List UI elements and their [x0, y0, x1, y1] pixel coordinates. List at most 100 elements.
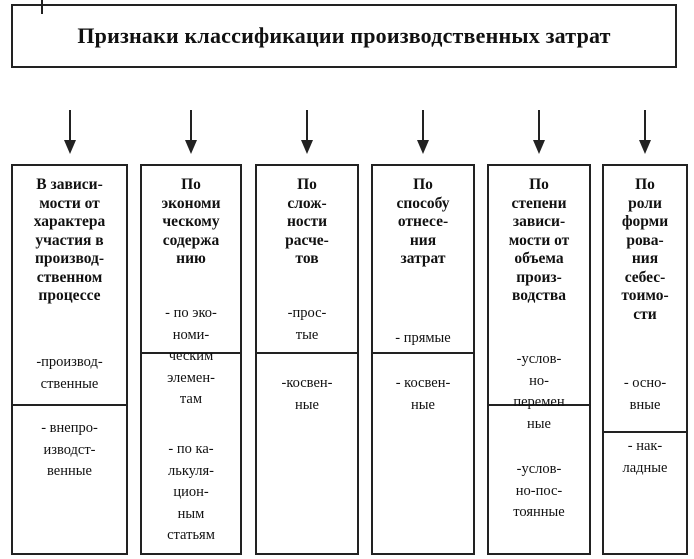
text-line: - нак-	[627, 438, 663, 454]
text-line: перемен	[513, 394, 565, 410]
classification-item: - по эко-номи-ческим элемен-там	[142, 303, 240, 411]
text-line: тов	[295, 250, 319, 267]
section-divider	[257, 352, 357, 354]
text-line: форми	[621, 213, 669, 230]
classification-item: - прямые	[373, 328, 473, 350]
text-line: ческим	[168, 348, 214, 364]
text-line: произ-	[516, 268, 562, 286]
section-divider	[604, 431, 686, 433]
classification-item: - внепро-изводст-венные	[13, 418, 126, 483]
text-line: - внепро-	[41, 420, 98, 436]
text-line: - косвен-	[395, 375, 451, 391]
text-line: себес-	[624, 268, 666, 286]
text-line: ственном	[36, 268, 103, 286]
text-line: - по эко-	[165, 305, 217, 321]
text-line: производ-	[34, 250, 105, 267]
text-line: ладные	[622, 459, 668, 476]
text-line: степени	[511, 194, 567, 212]
text-line: По	[181, 176, 201, 193]
text-line: ния	[409, 231, 437, 249]
classification-item: - по ка-лькуля-цион-ным статьям	[142, 439, 240, 547]
text-line: участия в	[35, 231, 104, 249]
text-line: слож-	[287, 194, 327, 212]
text-line: тоимо-	[621, 287, 669, 304]
section-divider	[13, 404, 126, 406]
down-arrow-icon	[639, 110, 651, 154]
classification-item: -косвен-ные	[257, 373, 357, 416]
classification-item: -производ-ственные	[13, 352, 126, 395]
text-line: способу	[396, 194, 450, 212]
classification-item: - осно-вные	[604, 373, 686, 416]
text-line: По	[297, 176, 317, 193]
text-line: зависи-	[512, 213, 566, 230]
down-arrow-icon	[417, 110, 429, 154]
title-tick-mark	[41, 0, 43, 14]
text-line: номи-	[172, 326, 210, 343]
text-line: - прямые	[395, 330, 451, 346]
text-line: экономи	[161, 194, 221, 212]
text-line: По	[635, 176, 655, 193]
text-line: -услов-	[516, 461, 562, 477]
diagram-title: Признаки классификации производственных …	[77, 23, 611, 48]
text-line: но-	[529, 372, 549, 389]
text-line: роли	[628, 194, 662, 212]
text-line: мости от	[39, 194, 100, 212]
text-line: тоянные	[513, 504, 565, 520]
text-line: ным	[177, 505, 205, 522]
text-line: вные	[629, 396, 661, 413]
text-line: элемен-	[167, 369, 215, 386]
text-line: - осно-	[623, 375, 667, 391]
text-line: - по ка-	[168, 441, 214, 457]
text-line: цион-	[173, 484, 209, 500]
text-line: ные	[527, 415, 551, 432]
text-line: -производ-	[36, 354, 103, 370]
text-line: ственные	[40, 375, 99, 392]
text-line: расче-	[285, 231, 329, 249]
text-line: лькуля-	[167, 462, 215, 479]
classification-item: -услов-но-перемен ные	[489, 349, 589, 435]
text-line: затрат	[400, 250, 446, 267]
text-line: ности	[286, 213, 328, 230]
text-line: мости от	[508, 231, 570, 249]
classification-item: - косвен-ные	[373, 373, 473, 416]
text-line: там	[179, 391, 203, 407]
text-line: -услов-	[516, 351, 562, 367]
title-box: Признаки классификации производственных …	[11, 4, 677, 68]
section-divider	[373, 352, 473, 354]
section-divider	[142, 352, 240, 354]
down-arrow-icon	[63, 110, 76, 154]
text-line: процессе	[38, 287, 101, 304]
text-line: изводст-	[43, 441, 96, 458]
text-line: но-пос-	[515, 482, 563, 499]
text-line: объема	[514, 250, 564, 267]
text-line: -косвен-	[281, 375, 333, 391]
text-line: В зависи-	[36, 176, 103, 193]
text-line: рова-	[626, 231, 664, 249]
text-line: По	[413, 176, 433, 193]
section-divider	[489, 404, 589, 406]
text-line: водства	[511, 287, 567, 304]
down-arrow-icon	[301, 110, 313, 154]
text-line: сти	[633, 305, 657, 323]
text-line: статьям	[167, 527, 215, 543]
text-line: характера	[33, 213, 106, 230]
text-line: венные	[47, 463, 92, 479]
text-line: -прос-	[287, 305, 327, 321]
text-line: По	[529, 176, 549, 193]
text-line: тые	[295, 326, 319, 343]
text-line: отнесе-	[397, 213, 449, 230]
down-arrow-icon	[533, 110, 545, 154]
text-line: ные	[295, 396, 319, 413]
